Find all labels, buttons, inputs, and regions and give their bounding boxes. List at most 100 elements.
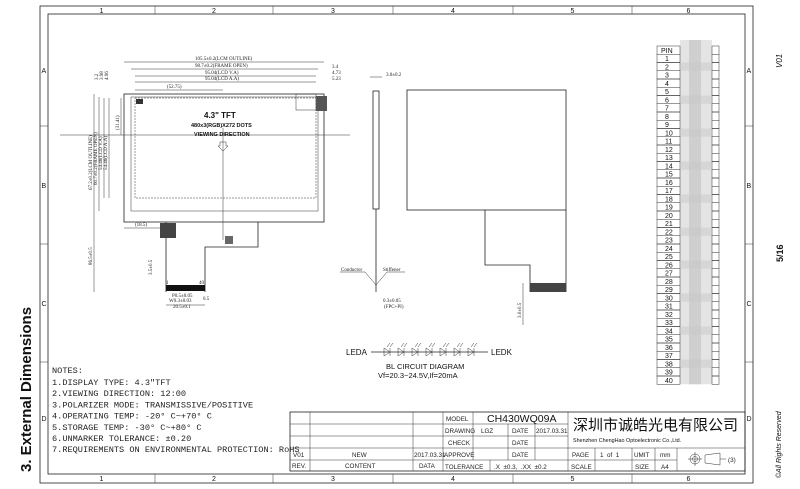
dim-outline-width: 105.5±0.2(LCM OUTLINE) bbox=[195, 57, 253, 62]
pin-table: PIN1234567891011121314151617181920212223… bbox=[656, 40, 720, 385]
pin-number: 29 bbox=[665, 287, 673, 294]
row-marker: A bbox=[42, 68, 47, 75]
ledk-label: LEDK bbox=[491, 348, 513, 357]
column-marker: 1 bbox=[100, 476, 104, 483]
pin-number: 15 bbox=[665, 172, 673, 179]
row-marker: C bbox=[747, 301, 752, 308]
unit-label: UMIT bbox=[634, 452, 650, 459]
pin-number: 1 bbox=[665, 56, 669, 63]
dim-fpc-gold: 3.5±0.5 bbox=[149, 259, 154, 275]
note-item: 7.REQUIREMENTS ON ENVIRONMENTAL PROTECTI… bbox=[52, 445, 300, 455]
pin-number: 2 bbox=[665, 64, 669, 71]
row-marker: B bbox=[42, 183, 47, 190]
pin-number: 35 bbox=[665, 337, 673, 344]
pin-number: 14 bbox=[665, 163, 673, 170]
pin-number: 3 bbox=[665, 73, 669, 80]
pin-number: 19 bbox=[665, 205, 673, 212]
dim-left-1: 3.2 bbox=[95, 73, 100, 80]
dim-fpc-total: 20.5±0.1 bbox=[173, 305, 191, 310]
column-marker: 6 bbox=[687, 476, 691, 483]
stiffener-label: Stiffener bbox=[383, 268, 401, 273]
pin-number: 10 bbox=[665, 130, 673, 137]
tolerance-value: .X ±0.3, .XX ±0.2 bbox=[494, 464, 547, 471]
dim-va-width: 95.04(LCD V.A) bbox=[205, 71, 239, 76]
led-diode-icon bbox=[425, 342, 436, 357]
pin-number: 37 bbox=[665, 353, 673, 360]
dim-aa-width: 95.04(LCD A.A) bbox=[205, 77, 239, 82]
pin-number: 16 bbox=[665, 180, 673, 187]
pin-number: 4 bbox=[665, 81, 669, 88]
pin-number: 30 bbox=[665, 295, 673, 302]
pin-number: 23 bbox=[665, 238, 673, 245]
rev-date: 2017.03.31 bbox=[414, 452, 446, 459]
row-marker: C bbox=[42, 301, 47, 308]
check-label: CHECK bbox=[448, 440, 471, 447]
pin-number: 36 bbox=[665, 345, 673, 352]
pin-number: 13 bbox=[665, 155, 673, 162]
pin-number: 25 bbox=[665, 254, 673, 261]
row-marker: D bbox=[747, 416, 752, 423]
fpc-pin-last: 40 bbox=[199, 281, 205, 286]
viewing-direction-label: VIEWING DIRECTION bbox=[194, 132, 250, 138]
rev-content: NEW bbox=[352, 452, 367, 459]
pin-number: 12 bbox=[665, 147, 673, 154]
note-item: 4.OPERATING TEMP: -20° C~+70° C bbox=[52, 412, 212, 422]
dim-fpc-pitch: P0.5±0.05 bbox=[172, 294, 193, 299]
column-marker: 5 bbox=[571, 8, 575, 15]
title-block: MODEL CH430WQ09A DRAWING LGZ DATE 2017.0… bbox=[289, 411, 746, 472]
pin-number: 28 bbox=[665, 279, 673, 286]
pin-number: 38 bbox=[665, 361, 673, 368]
dim-back-fpc: 3.0±0.5 bbox=[518, 302, 523, 318]
approve-date-label: DATE bbox=[512, 452, 528, 459]
dim-thickness: 3.0±0.2 bbox=[386, 73, 402, 78]
page-label: PAGE bbox=[572, 452, 589, 459]
led-diode-icon bbox=[439, 342, 450, 357]
pin-number: 6 bbox=[665, 97, 669, 104]
tolerance-label: TOLERANCE bbox=[445, 464, 483, 471]
led-diode-icon bbox=[453, 342, 464, 357]
dim-right-3: 5.23 bbox=[332, 77, 341, 82]
leda-label: LEDA bbox=[346, 348, 368, 357]
content-header: CONTENT bbox=[345, 463, 376, 470]
note-item: 3.POLARIZER MODE: TRANSMISSIVE/POSITIVE bbox=[52, 400, 253, 410]
copyright: ©All Rights Reserved bbox=[775, 410, 783, 478]
approve-label: APPROVE bbox=[444, 452, 474, 459]
back-view: 3.0±0.5 bbox=[406, 89, 567, 325]
drawing-by: LGZ bbox=[481, 428, 493, 435]
bl-circuit-spec: Vf=20.3~24.5V,If=20mA bbox=[378, 371, 458, 380]
notes-title: NOTES: bbox=[52, 366, 83, 376]
front-view: 4.3" TFT 480x3(RGB)X272 DOTS VIEWING DIR… bbox=[60, 57, 350, 310]
dim-frame-height: 60.7±0.2(FRAME OPEN) bbox=[94, 132, 99, 185]
dim-center-x: (52.75) bbox=[167, 85, 182, 90]
resolution-label: 480x3(RGB)X272 DOTS bbox=[191, 123, 252, 129]
column-marker: 2 bbox=[212, 476, 216, 483]
fpc-thickness-note: (FPC+PI) bbox=[384, 305, 404, 310]
scale-label: SCALE bbox=[571, 464, 592, 471]
pin-number: 26 bbox=[665, 262, 673, 269]
page-value: 1 of 1 bbox=[600, 452, 620, 459]
pin-number: 5 bbox=[665, 89, 669, 96]
led-diode-icon bbox=[467, 342, 478, 357]
size-label: SIZE bbox=[635, 464, 649, 471]
rev-value: V01 bbox=[293, 452, 305, 459]
side-view: 3.0±0.2 Conductor Stiffener 0.3±0.05 (FP… bbox=[340, 73, 405, 310]
column-marker: 1 bbox=[100, 8, 104, 15]
pin-number: 18 bbox=[665, 196, 673, 203]
conductor-label: Conductor bbox=[341, 268, 362, 273]
drawing-date: 2017.03.31 bbox=[536, 428, 568, 435]
pin-number: 8 bbox=[665, 114, 669, 121]
row-marker: B bbox=[747, 183, 752, 190]
dim-outline-height: 67.2±0.2(LCM OUTLINE) bbox=[89, 135, 94, 190]
row-marker: A bbox=[747, 68, 752, 75]
pin-header: PIN bbox=[661, 48, 673, 55]
note-item: 5.STORAGE TEMP: -30° C~+80° C bbox=[52, 423, 202, 433]
led-diode-icon bbox=[383, 342, 394, 357]
pin-number: 22 bbox=[665, 229, 673, 236]
check-date-label: DATE bbox=[512, 440, 528, 447]
dim-fpc-offset: (18.5) bbox=[135, 223, 147, 228]
pin-number: 27 bbox=[665, 271, 673, 278]
dim-fpc-tail: 0.5 bbox=[203, 297, 210, 302]
row-marker: D bbox=[42, 416, 47, 423]
led-diode-icon bbox=[397, 342, 408, 357]
